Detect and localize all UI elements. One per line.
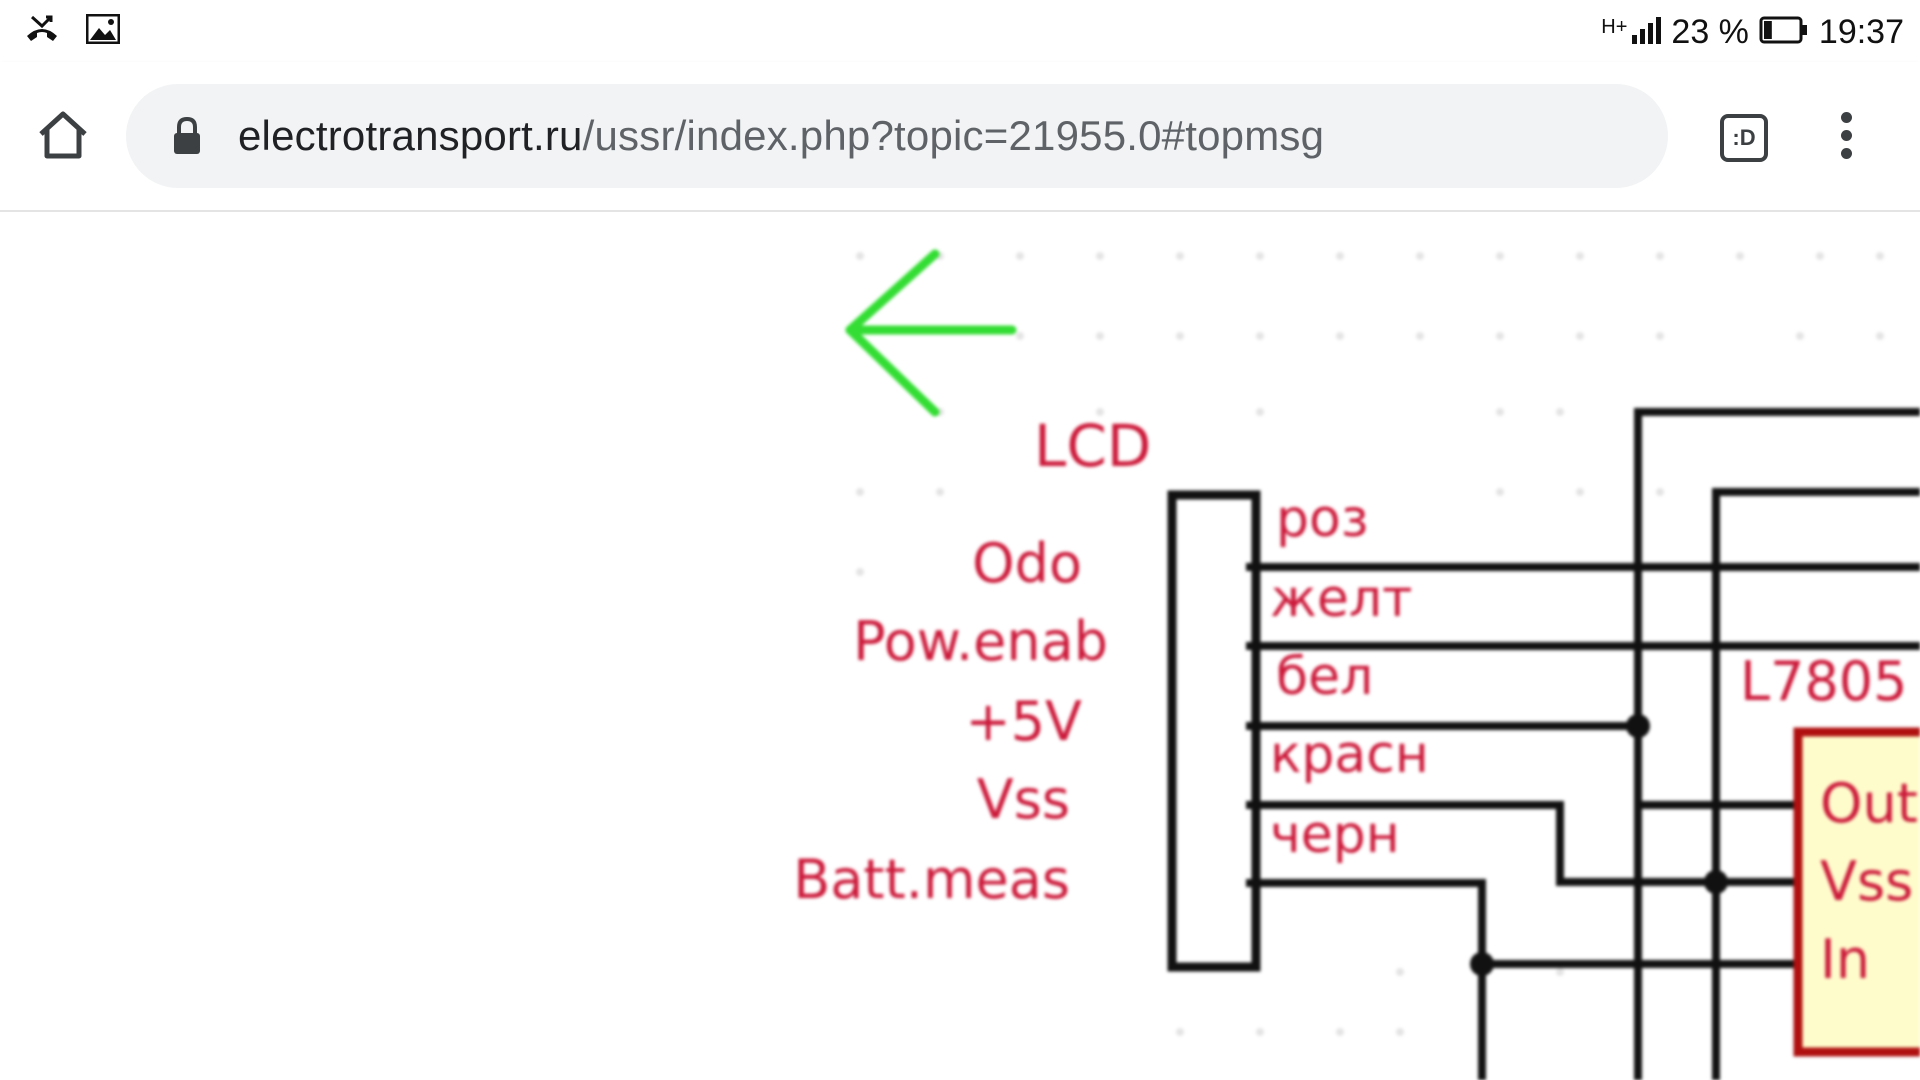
lcd-connector-title: LCD [1034, 412, 1152, 480]
status-bar: H+ 23 % 19:37 [0, 0, 1920, 62]
wire-label-red: красн [1270, 725, 1429, 785]
regulator-name: L7805 [1740, 650, 1908, 713]
wire-label-pink: роз [1276, 489, 1369, 549]
image-icon [85, 13, 121, 49]
wire-label-yellow: желт [1270, 569, 1413, 629]
regulator-pin-out: Out [1820, 772, 1918, 835]
url-host: electrotransport.ru [238, 112, 583, 159]
wire-label-black: черн [1270, 805, 1400, 865]
regulator-pin-vss: Vss [1820, 850, 1914, 913]
browser-toolbar: electrotransport.ru/ussr/index.php?topic… [0, 62, 1920, 212]
battery-percent: 23 % [1671, 13, 1749, 51]
wire-label-white: бел [1276, 647, 1374, 707]
notification-icons [24, 13, 121, 49]
page-content[interactable]: LCD Odo Pow.enab +5V Vss Batt.meas роз ж… [0, 212, 1920, 1080]
clock: 19:37 [1818, 13, 1904, 51]
tab-switcher-button[interactable]: :D [1716, 110, 1770, 162]
pin-label-batt-meas: Batt.meas [793, 848, 1070, 911]
pin-label-vss: Vss [976, 768, 1070, 831]
missed-call-icon [24, 14, 60, 49]
url-path: /ussr/index.php?topic=21955.0#topmsg [582, 112, 1325, 159]
regulator-pin-in: In [1820, 928, 1871, 991]
overflow-menu-button[interactable] [1826, 108, 1866, 164]
pin-label-odo: Odo [972, 532, 1082, 595]
network-type: H+ [1601, 16, 1628, 38]
pin-label-pow-enab: Pow.enab [853, 610, 1108, 673]
tab-switcher-icon: :D [1720, 114, 1768, 162]
address-bar[interactable]: electrotransport.ru/ussr/index.php?topic… [126, 84, 1668, 188]
lock-icon[interactable] [172, 116, 202, 161]
pin-label-5v: +5V [965, 690, 1082, 753]
signal-icon [1631, 15, 1662, 50]
arrow-left-icon [845, 249, 1017, 417]
battery-icon [1759, 16, 1809, 49]
home-button[interactable] [30, 104, 96, 170]
url-text[interactable]: electrotransport.ru/ussr/index.php?topic… [238, 110, 1324, 162]
schematic-image: LCD Odo Pow.enab +5V Vss Batt.meas роз ж… [0, 212, 1920, 1080]
home-icon [37, 110, 89, 165]
